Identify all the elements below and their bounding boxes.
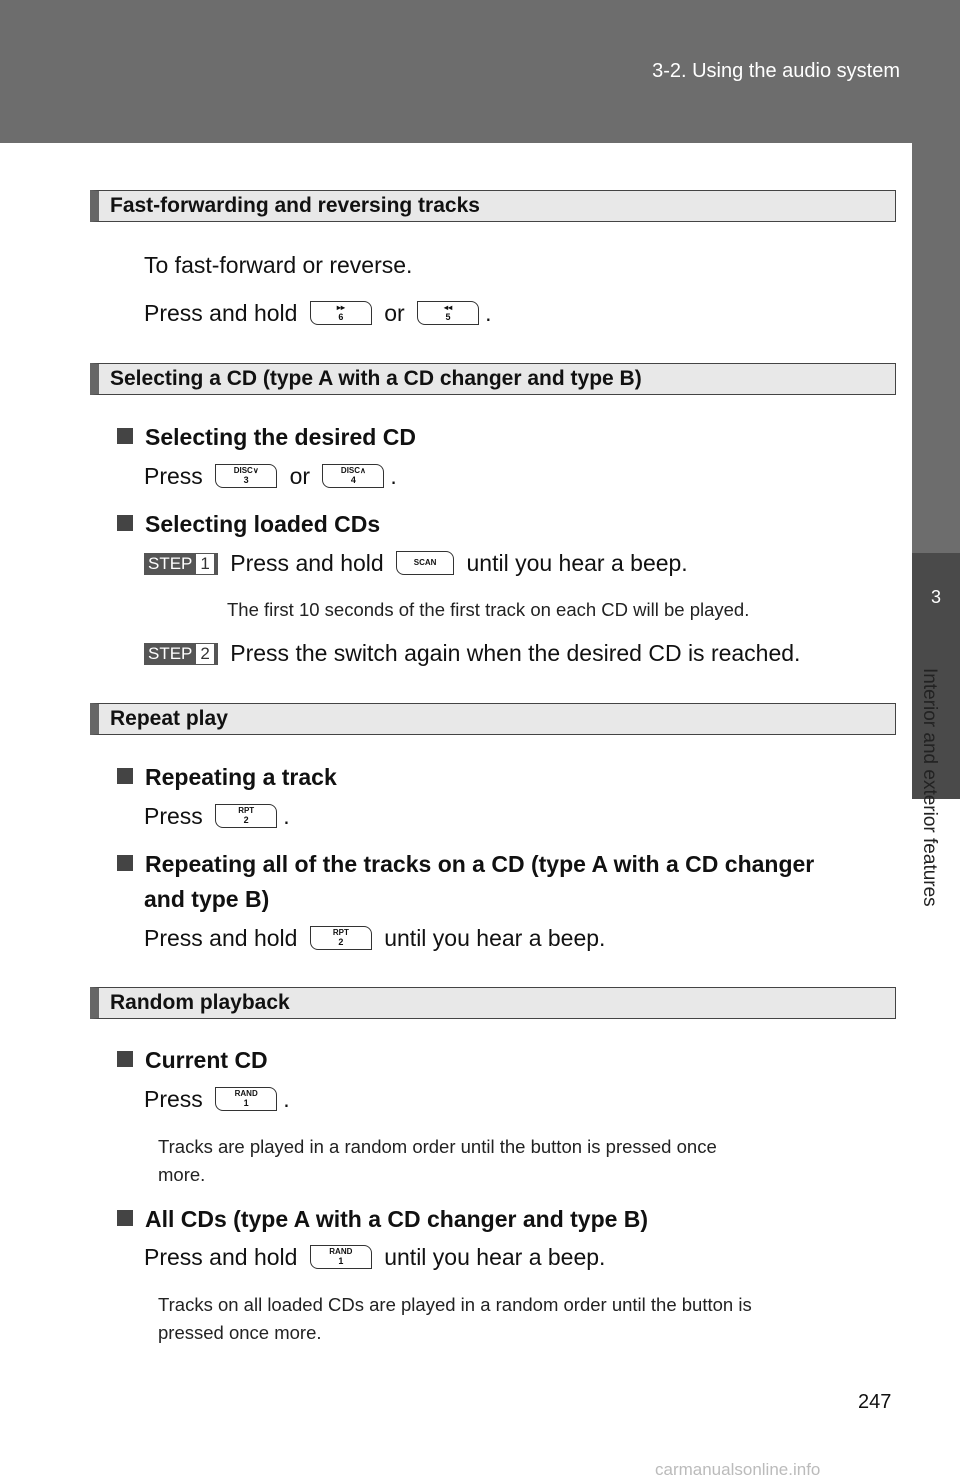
rand-note2: Tracks on all loaded CDs are played in a…: [158, 1294, 752, 1315]
rand-sub-all: All CDs (type A with a CD changer and ty…: [117, 1206, 648, 1233]
cd-sub-desired: Selecting the desired CD: [117, 424, 416, 451]
ff-or: or: [384, 300, 405, 326]
rpt-sub-all-cont: and type B): [144, 886, 270, 912]
section-heading-ff: Fast-forwarding and reversing tracks: [90, 190, 896, 222]
cd-sub-loaded: Selecting loaded CDs: [117, 511, 380, 538]
chapter-number: 3: [930, 587, 941, 607]
header-bar: 3-2. Using the audio system: [0, 0, 960, 143]
page-number: 247: [858, 1391, 892, 1413]
section-heading-cd: Selecting a CD (type A with a CD changer…: [90, 363, 896, 395]
bullet-square-icon: [117, 855, 133, 871]
bullet-square-icon: [117, 1210, 133, 1226]
breadcrumb: 3-2. Using the audio system: [652, 60, 900, 82]
bullet-square-icon: [117, 428, 133, 444]
rand-note1: Tracks are played in a random order unti…: [158, 1136, 717, 1157]
rand-note2-cont: pressed once more.: [158, 1322, 322, 1343]
fast-forward-button-icon: ▸▸6: [309, 301, 372, 325]
reverse-button-icon: ◂◂5: [417, 301, 480, 325]
ff-intro: To fast-forward or reverse.: [144, 252, 413, 278]
section-heading-random: Random playback: [90, 987, 896, 1019]
disc-down-button-icon: DISC∨3: [215, 464, 278, 488]
disc-up-button-icon: DISC∧4: [322, 464, 385, 488]
bullet-square-icon: [117, 1051, 133, 1067]
cd-step1-note: The first 10 seconds of the first track …: [227, 599, 750, 620]
rand-note1-cont: more.: [158, 1164, 206, 1185]
cd-desired-instruction: Press DISC∨3 or DISC∧4.: [144, 463, 397, 489]
watermark: carmanualsonline.info: [655, 1460, 821, 1479]
section-heading-repeat: Repeat play: [90, 703, 896, 735]
chapter-side-tab: 3: [912, 143, 960, 1484]
bullet-square-icon: [117, 768, 133, 784]
chapter-label: Interior and exterior features: [919, 668, 940, 907]
bullet-square-icon: [117, 515, 133, 531]
ff-press-hold: Press and hold: [144, 300, 298, 326]
rpt-sub-all: Repeating all of the tracks on a CD (typ…: [117, 851, 814, 878]
side-tab-chapter-block: [912, 553, 960, 799]
rand-sub-current: Current CD: [117, 1047, 268, 1074]
side-tab-top: [912, 143, 960, 553]
scan-button-icon: SCAN: [396, 551, 455, 575]
ff-instruction: Press and hold ▸▸6 or ◂◂5.: [144, 300, 492, 326]
rpt-sub-track: Repeating a track: [117, 764, 337, 791]
